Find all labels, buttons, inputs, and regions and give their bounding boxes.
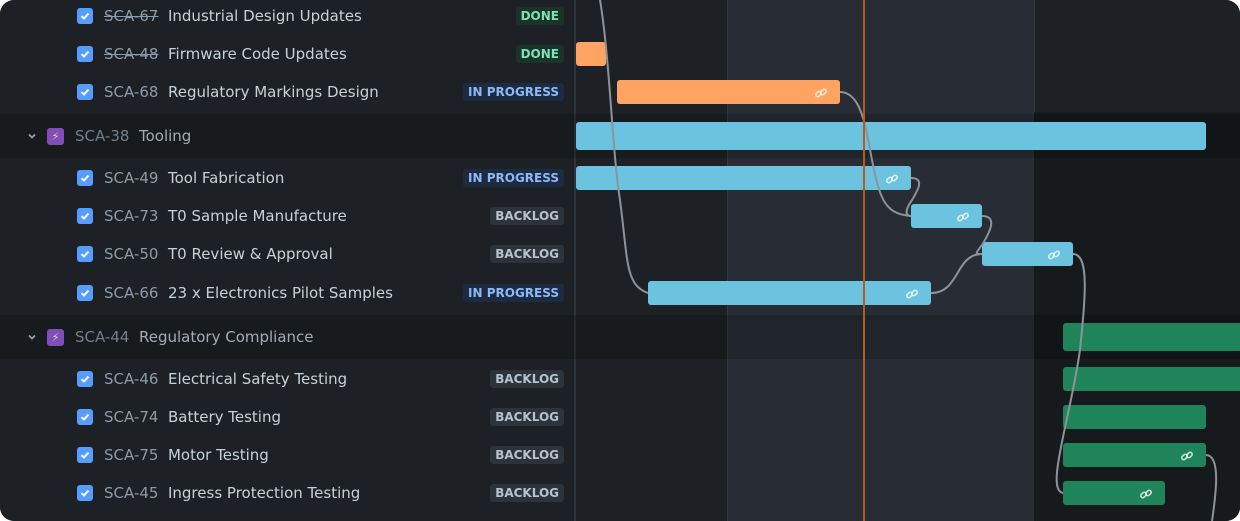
task-timeline-bar[interactable] [617,80,840,104]
task-checkbox-icon[interactable] [77,8,93,24]
status-badge[interactable]: IN PROGRESS [463,83,564,101]
task-timeline-bar[interactable] [648,281,931,305]
issue-key: SCA-44 [75,328,130,346]
issue-title: 23 x Electronics Pilot Samples [167,284,393,302]
issue-key: SCA-73 [104,207,159,225]
link-icon[interactable] [1139,486,1153,500]
issue-title: Electrical Safety Testing [167,370,348,388]
issue-row[interactable]: SCA-46 Electrical Safety Testing BACKLOG [0,360,574,398]
task-timeline-bar[interactable] [1063,405,1206,429]
task-timeline-bar[interactable] [1063,367,1240,391]
link-icon[interactable] [885,171,899,185]
issue-title: Industrial Design Updates [167,7,362,25]
task-timeline-bar[interactable] [1063,481,1165,505]
task-checkbox-icon[interactable] [77,447,93,463]
status-badge[interactable]: DONE [515,7,564,25]
today-marker [863,0,865,521]
issue-row[interactable]: SCA-73 T0 Sample Manufacture BACKLOG [0,197,574,235]
chevron-down-icon[interactable] [27,131,37,141]
issue-key: SCA-46 [104,370,159,388]
status-badge[interactable]: BACKLOG [490,408,564,426]
status-badge[interactable]: BACKLOG [490,245,564,263]
issue-row[interactable]: SCA-45 Ingress Protection Testing BACKLO… [0,474,574,512]
epic-lightning-icon: ⚡ [47,328,64,346]
issue-key: SCA-45 [104,484,159,502]
chevron-down-icon[interactable] [27,332,37,342]
status-badge[interactable]: BACKLOG [490,484,564,502]
issue-title: Ingress Protection Testing [167,484,361,502]
issue-row[interactable]: SCA-68 Regulatory Markings Design IN PRO… [0,73,574,111]
epic-row-band [0,315,1240,359]
issue-row[interactable]: SCA-67 Industrial Design Updates DONE [0,0,574,35]
epic-timeline-bar[interactable] [1063,323,1240,351]
issue-row[interactable]: SCA-75 Motor Testing BACKLOG [0,436,574,474]
epic-row[interactable]: ⚡ SCA-38 Tooling [0,117,574,155]
task-checkbox-icon[interactable] [77,285,93,301]
link-icon[interactable] [1047,247,1061,261]
task-checkbox-icon[interactable] [77,409,93,425]
task-timeline-bar[interactable] [576,42,606,66]
issue-title: Regulatory Markings Design [167,83,379,101]
task-timeline-bar[interactable] [1063,443,1206,467]
task-checkbox-icon[interactable] [77,46,93,62]
epic-timeline-bar[interactable] [576,122,1206,150]
task-checkbox-icon[interactable] [77,246,93,262]
status-badge[interactable]: BACKLOG [490,446,564,464]
epic-lightning-icon: ⚡ [47,127,64,145]
issue-title: Firmware Code Updates [167,45,347,63]
issue-key: SCA-68 [104,83,159,101]
issue-title: Tool Fabrication [167,169,285,187]
issue-row[interactable]: SCA-66 23 x Electronics Pilot Samples IN… [0,274,574,312]
link-icon[interactable] [814,85,828,99]
issue-title: T0 Sample Manufacture [167,207,347,225]
issue-row[interactable]: SCA-48 Firmware Code Updates DONE [0,35,574,73]
issue-title: T0 Review & Approval [167,245,333,263]
status-badge[interactable]: DONE [515,45,564,63]
epic-row[interactable]: ⚡ SCA-44 Regulatory Compliance [0,318,574,356]
issue-key: SCA-49 [104,169,159,187]
task-timeline-bar[interactable] [982,242,1073,266]
issue-title: Regulatory Compliance [138,328,314,346]
task-timeline-bar[interactable] [911,204,982,228]
issue-key: SCA-74 [104,408,159,426]
task-timeline-bar[interactable] [576,166,911,190]
issue-row[interactable]: SCA-50 T0 Review & Approval BACKLOG [0,235,574,273]
status-badge[interactable]: IN PROGRESS [463,284,564,302]
issue-key: SCA-67 [104,7,159,25]
link-icon[interactable] [956,209,970,223]
issue-key: SCA-38 [75,127,130,145]
issue-title: Tooling [138,127,192,145]
issue-row[interactable]: SCA-74 Battery Testing BACKLOG [0,398,574,436]
issue-row[interactable]: SCA-49 Tool Fabrication IN PROGRESS [0,159,574,197]
task-checkbox-icon[interactable] [77,371,93,387]
issue-key: SCA-66 [104,284,159,302]
issue-key: SCA-48 [104,45,159,63]
link-icon[interactable] [1180,448,1194,462]
task-checkbox-icon[interactable] [77,84,93,100]
task-checkbox-icon[interactable] [77,170,93,186]
status-badge[interactable]: IN PROGRESS [463,169,564,187]
status-badge[interactable]: BACKLOG [490,207,564,225]
issue-key: SCA-75 [104,446,159,464]
issue-title: Battery Testing [167,408,282,426]
task-checkbox-icon[interactable] [77,208,93,224]
issue-key: SCA-50 [104,245,159,263]
issue-title: Motor Testing [167,446,269,464]
status-badge[interactable]: BACKLOG [490,370,564,388]
link-icon[interactable] [905,286,919,300]
issue-list-panel: SCA-67 Industrial Design Updates DONE SC… [0,0,574,521]
task-checkbox-icon[interactable] [77,485,93,501]
panel-divider[interactable] [574,0,576,521]
